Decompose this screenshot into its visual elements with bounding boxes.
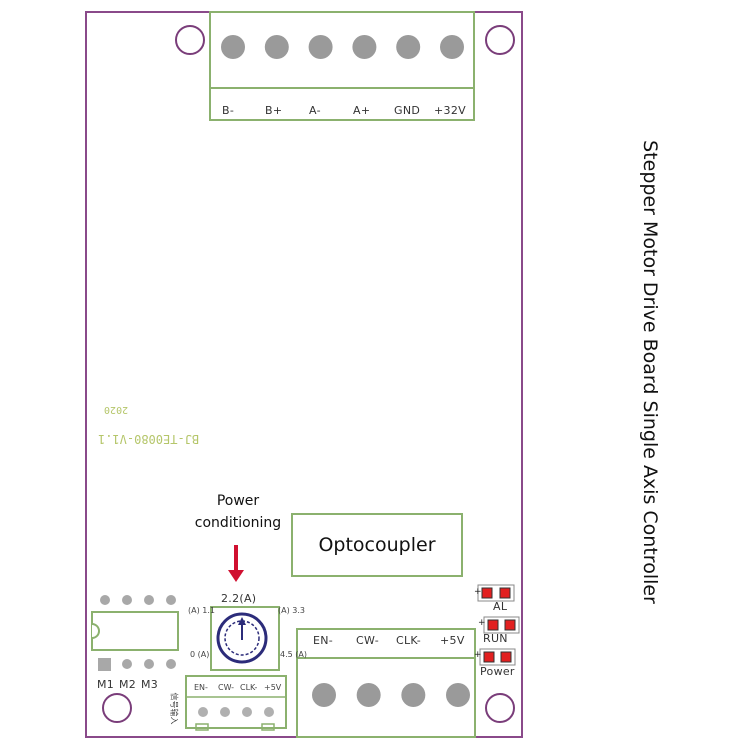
pot-label-top: 2.2(A) <box>221 592 257 605</box>
led-label-run: RUN <box>483 632 508 645</box>
terminal-pin <box>396 35 421 59</box>
svg-text:+: + <box>478 618 486 628</box>
status-leds: + + + <box>474 584 520 666</box>
mounting-holes <box>102 25 515 723</box>
terminal-pin <box>440 35 464 59</box>
led-label-al: AL <box>493 600 508 613</box>
header-side-label: 信号输入 <box>169 692 179 725</box>
current-potentiometer <box>210 606 280 671</box>
svg-text:+: + <box>474 587 482 597</box>
terminal-pin <box>352 35 377 59</box>
header-label-en: EN- <box>194 683 208 692</box>
signal-header <box>185 675 287 731</box>
power-conditioning-label: Power conditioning <box>194 493 282 531</box>
pot-label-lower-left: 0 (A) <box>190 650 210 659</box>
header-label-5v: +5V <box>264 683 282 692</box>
microstep-label-m3: M3 <box>141 678 159 691</box>
terminal-label-en: EN- <box>313 634 334 647</box>
terminal-label-clk: CLK- <box>396 634 422 647</box>
pot-label-lower-right: 4.5 (A) <box>280 650 307 659</box>
dip-switch <box>91 595 179 671</box>
svg-text:+: + <box>474 650 482 660</box>
pcb-version-text: BJ-TE0080-V1.1 <box>98 432 200 446</box>
microstep-label-m2: M2 <box>119 678 137 691</box>
mounting-hole <box>485 25 515 55</box>
mounting-hole <box>485 693 515 723</box>
terminal-label-a-minus: A- <box>309 104 321 117</box>
mounting-hole <box>102 693 132 723</box>
pcb-version-year: 2020 <box>104 404 129 415</box>
page-title: Stepper Motor Drive Board Single Axis Co… <box>639 140 661 604</box>
header-label-cw: CW- <box>218 683 235 692</box>
terminal-label-gnd: GND <box>394 104 421 117</box>
top-terminal-block <box>209 11 475 121</box>
optocoupler-box: Optocoupler <box>291 513 463 577</box>
header-label-clk: CLK- <box>240 683 258 692</box>
terminal-pin <box>356 683 381 707</box>
power-conditioning-arrow <box>228 545 244 582</box>
bottom-terminal-block <box>296 628 476 738</box>
terminal-pin <box>401 683 426 707</box>
terminal-pin <box>312 683 336 707</box>
terminal-label-5v: +5V <box>440 634 465 647</box>
optocoupler-label: Optocoupler <box>318 534 436 556</box>
pot-label-upper-left: (A) 1.1 <box>188 606 215 615</box>
mounting-hole <box>175 25 205 55</box>
terminal-label-a-plus: A+ <box>353 104 371 117</box>
terminal-label-32v: +32V <box>434 104 466 117</box>
terminal-pin <box>264 35 289 59</box>
microstep-label-m1: M1 <box>97 678 115 691</box>
terminal-label-cw: CW- <box>356 634 379 647</box>
terminal-pin <box>446 683 470 707</box>
terminal-label-b-plus: B+ <box>265 104 283 117</box>
terminal-label-b-minus: B- <box>222 104 235 117</box>
pot-label-upper-right: (A) 3.3 <box>278 606 305 615</box>
terminal-pin <box>221 35 245 59</box>
led-label-power: Power <box>480 665 515 678</box>
terminal-pin <box>308 35 333 59</box>
